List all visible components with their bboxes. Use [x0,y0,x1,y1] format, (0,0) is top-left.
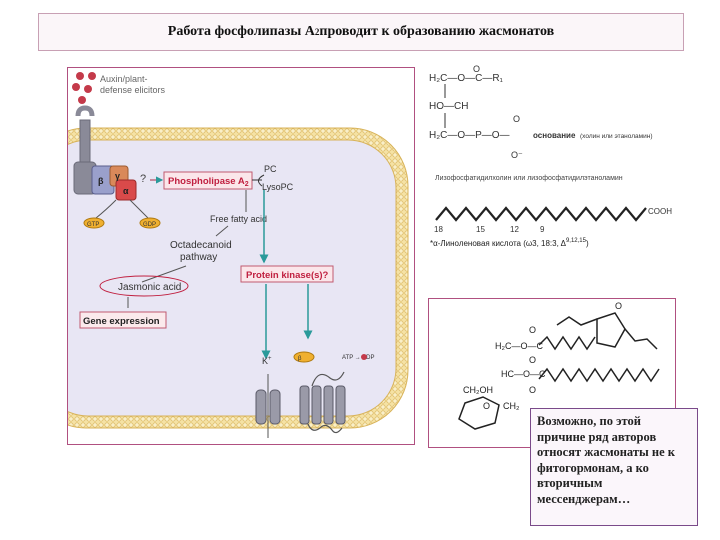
title-main: Работа фосфолипазы А [167,24,315,39]
linolenic-acid-structure: COOH 18 15 12 9 *α-Линоленовая кислота (… [428,192,698,252]
linolenic-svg: COOH 18 15 12 9 *α-Линоленовая кислота (… [430,206,672,248]
jasm-o1: O [529,325,536,335]
auxin-label-2: defense elicitors [100,85,166,95]
pc-label: PC [264,164,277,174]
question-mark: ? [140,173,146,185]
atp-adp-label: ATP → ADP [342,355,374,361]
gene-expression-box [79,311,167,329]
jasmonic-acid-highlight [99,275,189,297]
title-sub: 2 [314,27,320,37]
c18-label: 18 [434,225,443,234]
jasm-o2: O [529,355,536,365]
h-atpase-pump [299,371,346,434]
c15-label: 15 [476,225,485,234]
cell-diagram-svg: Auxin/plant- defense elicitors β γ α ? G… [27,72,409,438]
jasm-ch2: CH₂ [503,401,520,411]
k-channel [255,389,281,425]
galactose-ring [458,396,500,430]
c9-label: 9 [540,225,545,234]
lipid-svg: O H₂C—O—C—R₁ HO—CH O H₂C—O—P—O— основани… [429,64,653,182]
beta-subunit [293,351,315,363]
jasmonic-acid-label: Jasmonic acid [118,282,181,293]
octadecanoid-label-2: pathway [180,252,217,263]
jasm-o-ring: O [483,401,490,411]
beta-label: β [98,176,104,186]
lysophospholipid-structure: O H₂C—O—C—R₁ HO—CH O H₂C—O—P—O— основани… [427,64,682,187]
jasm-o-keto: O [615,301,622,311]
jasm-h2c: H₂C—O—C [495,341,543,351]
auxin-label-1: Auxin/plant- [100,74,148,84]
octadecanoid-label-1: Octadecanoid [170,240,232,251]
note-box: Возможно, по этой причине ряд авторов от… [530,408,698,526]
carbon-chain [435,206,647,222]
c12-label: 12 [510,225,519,234]
linolenic-caption: *α-Линоленовая кислота (ω3, 18:3, Δ9,12,… [430,238,589,248]
lipid-base: основание [533,131,576,140]
lipid-row1: H₂C—O—C—R₁ [429,73,504,84]
lipid-o-top: O [473,64,480,74]
lysopc-label: LysoPC [262,182,294,192]
jasmonate-svg: O O H₂C—O—C O HC—O—C O CH₂OH O CH₂ [458,301,660,430]
alpha-label: α [123,186,129,196]
cell-signaling-diagram: Auxin/plant- defense elicitors β γ α ? G… [27,67,415,445]
gtp-molecule [83,217,105,229]
elicitor-molecules [72,72,96,104]
lipid-row3: H₂C—O—P—O— [429,130,510,141]
lipid-row2: HO—CH [429,101,468,112]
lipid-o-p-bottom: O⁻ [511,150,523,160]
gdp-label: GDP [143,222,156,228]
k-plus-label: K+ [262,356,272,366]
lipid-base-note: (холин или этаноламин) [580,133,653,140]
protein-kinase-label: Protein kinase(s)? [246,270,329,281]
cyclopentenone-ring [596,312,626,348]
lipid-caption: Лизофосфатидилхолин или лизофосфатидилэт… [435,175,623,182]
gene-expression-label: Gene expression [83,316,160,327]
beta-sub-label: β [298,356,302,362]
ffa-label: Free fatty acid [210,214,267,224]
title-tail: проводит к образованию жасмонатов [319,24,555,39]
protein-kinase-box [240,265,334,283]
g-protein: β γ α [91,165,137,201]
lipid-o-p-top: O [513,114,520,124]
jasm-hc: HC—O—C [501,369,546,379]
jasm-ch2oh: CH₂OH [463,385,493,395]
gamma-label: γ [115,171,120,181]
cooh-label: COOH [648,207,672,216]
jasm-o3: O [529,385,536,395]
gtp-label: GTP [87,222,99,228]
gdp-molecule [139,217,161,229]
phospholipase-label: Phospholipase A2 [168,176,249,188]
